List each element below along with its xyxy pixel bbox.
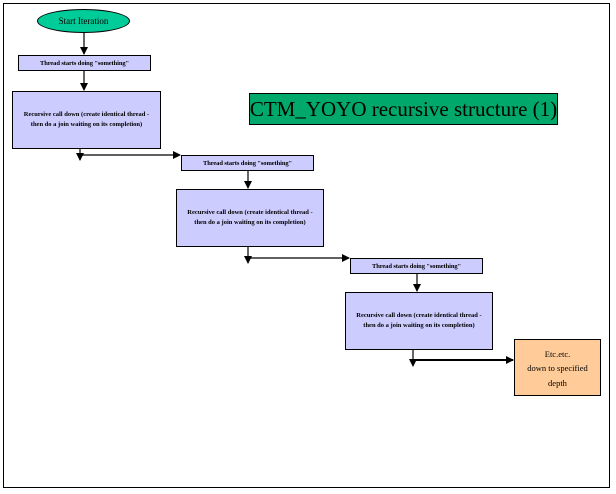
thread-start-box-3: Thread starts doing "something" [350, 258, 483, 274]
recursive-call-box-3: Recursive call down (create identical th… [345, 292, 493, 350]
thread-start-box-2: Thread starts doing "something" [181, 155, 314, 171]
start-iteration-node: Start Iteration [37, 9, 130, 33]
recursive-call-box-2: Recursive call down (create identical th… [176, 189, 324, 247]
end-line-3: depth [548, 377, 567, 388]
recursive-call-box-1: Recursive call down (create identical th… [12, 91, 161, 149]
end-line-2: down to specified [527, 363, 588, 374]
diagram-frame [3, 3, 610, 488]
end-line-1: Etc.etc. [544, 349, 571, 360]
end-depth-box: Etc.etc. down to specified depth [514, 339, 601, 396]
thread-start-box-1: Thread starts doing "something" [18, 55, 151, 71]
diagram-title: CTM_YOYO recursive structure (1) [249, 93, 558, 125]
